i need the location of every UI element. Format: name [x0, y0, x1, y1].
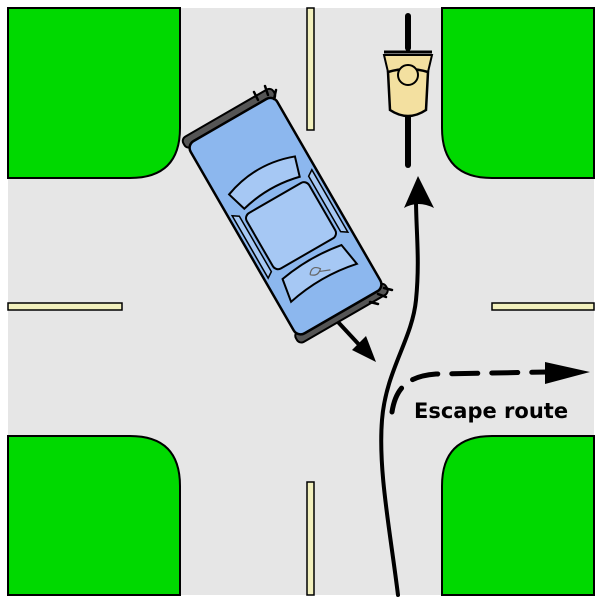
escape-route-label: Escape route — [414, 399, 568, 423]
lane-marking-bottom — [307, 482, 314, 595]
lane-marking-left — [8, 303, 122, 310]
grass-bottom-right — [442, 436, 594, 595]
grass-top-right — [442, 8, 594, 178]
lane-marking-right — [492, 303, 594, 310]
grass-top-left — [8, 8, 180, 178]
lane-marking-top — [307, 8, 314, 130]
grass-bottom-left — [8, 436, 180, 595]
